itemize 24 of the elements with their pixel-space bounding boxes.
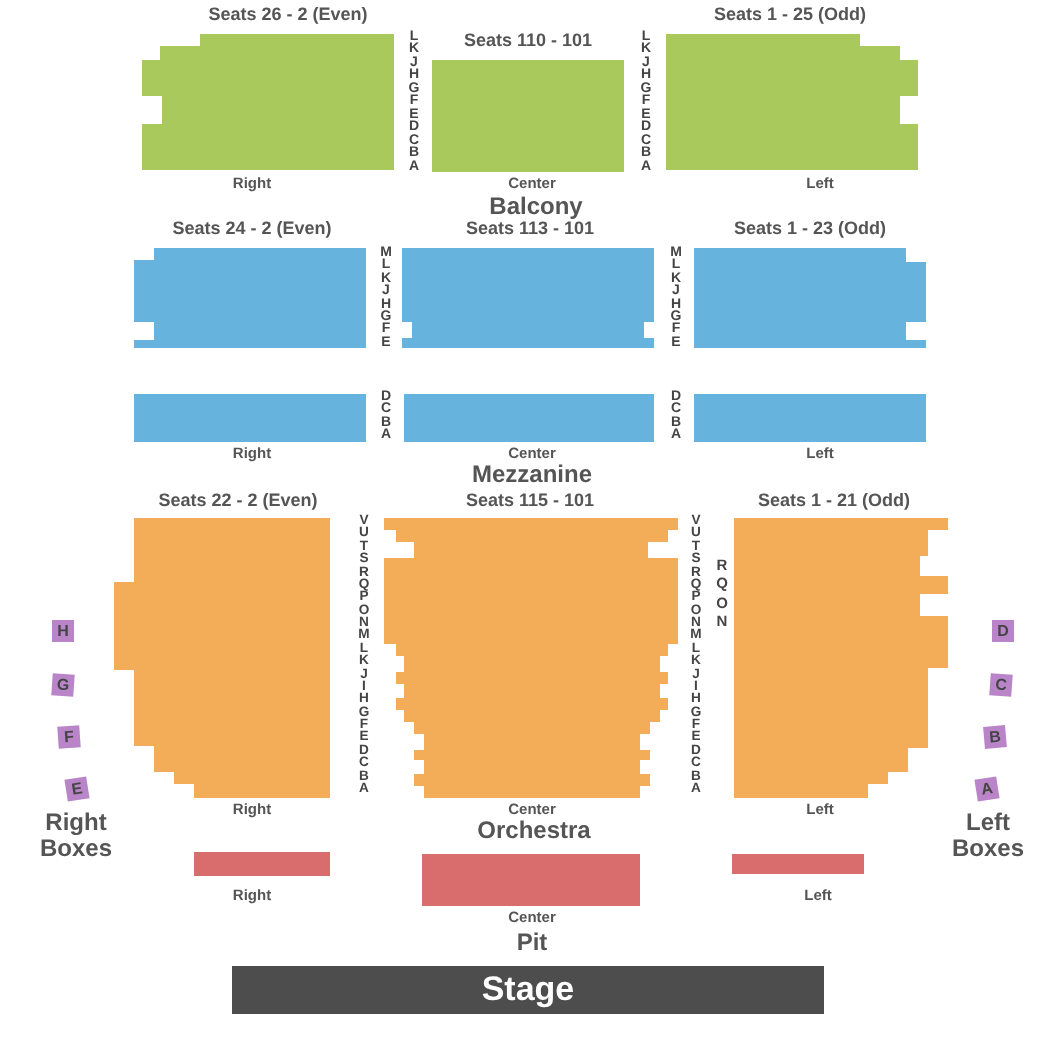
box-seat-tile: A [974,776,1000,802]
level-title: Balcony [489,194,583,218]
seat-range-label: Seats 110 - 101 [463,30,593,52]
box-seat-tile: E [64,776,90,802]
level-title: Mezzanine [472,462,592,486]
box-seat-tile: G [51,673,75,697]
boxes-title: Left Boxes [949,810,1027,862]
box-seat-tile: D [992,620,1014,642]
box-seat-tile: C [989,673,1013,697]
seat-range-label: Seats 1 - 25 (Odd) [713,4,867,26]
seat-range-label: Seats 113 - 101 [465,218,595,240]
seat-range-label: Seats 24 - 2 (Even) [172,218,332,240]
seat-range-label: Seats 1 - 23 (Odd) [733,218,887,240]
seat-range-label: Seats 1 - 21 (Odd) [757,490,911,512]
box-seat-tile: H [52,620,74,642]
seat-range-label: Seats 26 - 2 (Even) [208,4,368,26]
box-seat-tile: F [57,725,81,749]
level-title: Pit [516,930,548,954]
box-seat-tile: B [983,725,1007,749]
boxes-title: Right Boxes [37,810,115,862]
stage-block: Stage [232,966,824,1014]
seat-range-label: Seats 22 - 2 (Even) [158,490,318,512]
level-title: Orchestra [477,818,591,842]
seat-range-label: Seats 115 - 101 [465,490,595,512]
